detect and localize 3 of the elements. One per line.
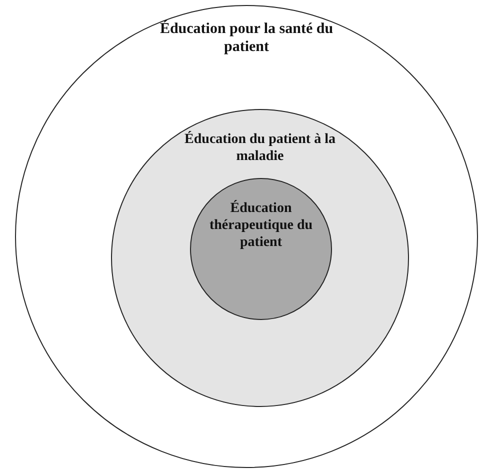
circle-label: Éducation du patient à la maladie — [184, 132, 336, 166]
circle-label: Éducation thérapeutique du patient — [208, 201, 314, 252]
circle-label: Éducation pour la santé du patient — [158, 20, 334, 56]
